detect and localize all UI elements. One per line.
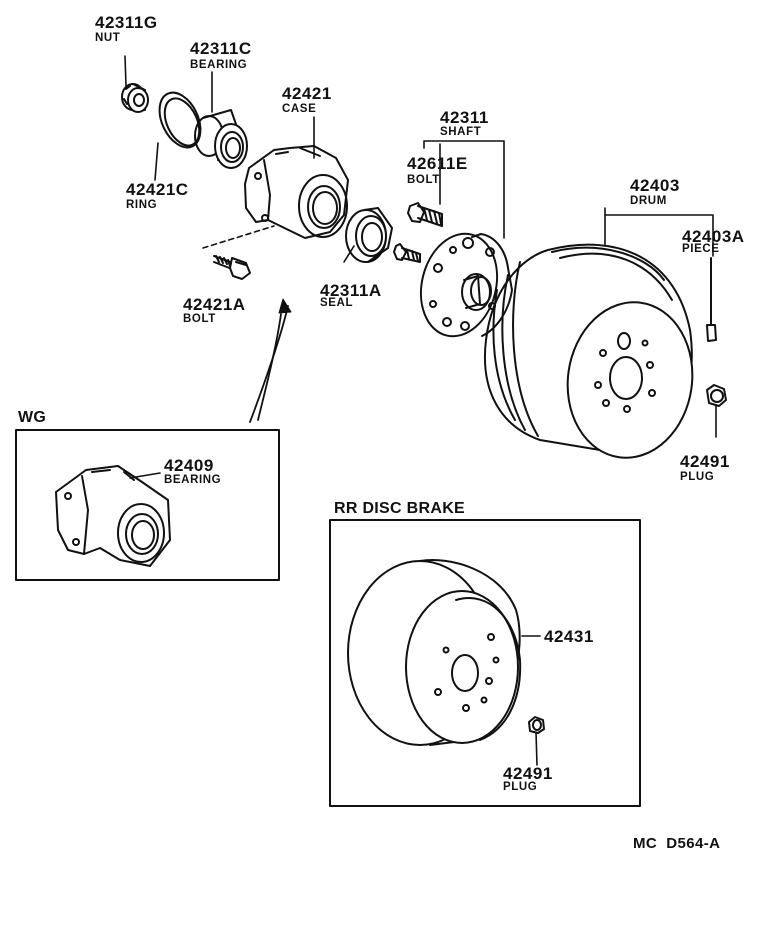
- wg-bearing-part-name: BEARING: [164, 474, 222, 486]
- nut-part-number: 42311G: [95, 13, 158, 32]
- axle-shaft-hub-part-42311: [419, 232, 513, 338]
- hub-bolt-part-name: BOLT: [407, 174, 440, 186]
- disc-rotor-part-42431: [347, 559, 522, 746]
- nut-part-42311g: [121, 83, 149, 113]
- leader-lines: [124, 55, 717, 766]
- bearing-part-number: 42311C: [190, 39, 252, 58]
- shaft-part-number: 42311: [440, 108, 489, 127]
- disc-plug-part-number: 42491: [503, 764, 553, 783]
- disc-plug-part-42491: [528, 716, 545, 734]
- case-part-number: 42421: [282, 84, 332, 103]
- case-bolt-part-number: 42421A: [183, 295, 246, 314]
- disc-plug-part-name: PLUG: [503, 781, 538, 793]
- plug-part-42491: [706, 384, 727, 407]
- snap-ring-part-42421c: [158, 91, 202, 149]
- bearing-part-name: BEARING: [190, 59, 248, 71]
- oil-seal-part-42311a: [345, 207, 393, 263]
- case-bolt-part-42421a: [213, 255, 251, 280]
- plug-part-name: PLUG: [680, 471, 715, 483]
- case-bolt-part-name: BOLT: [183, 313, 216, 325]
- disc-brake-box-title: RR DISC BRAKE: [334, 500, 466, 517]
- wg-inset-box: [15, 429, 280, 581]
- nut-part-name: NUT: [95, 32, 121, 44]
- piece-part-name: PIECE: [682, 243, 720, 255]
- ring-part-name: RING: [126, 199, 158, 211]
- axle-case-part-42421: [244, 145, 349, 239]
- wg-bearing-part-42409: [55, 465, 171, 567]
- hub-bolt-part-42611e: [407, 202, 443, 227]
- shaft-part-name: SHAFT: [440, 126, 482, 138]
- drum-part-name: DRUM: [630, 195, 667, 207]
- plug-part-number: 42491: [680, 452, 730, 471]
- ring-part-number: 42421C: [126, 180, 189, 199]
- drawing-code: MC D564-A: [633, 835, 721, 852]
- wg-box-title: WG: [18, 409, 47, 426]
- piece-part-42403a: [706, 257, 717, 342]
- seal-part-number: 42311A: [320, 281, 382, 300]
- disc-part-number: 42431: [544, 627, 594, 646]
- disc-brake-inset-box: [329, 519, 641, 807]
- case-part-name: CASE: [282, 103, 317, 115]
- drum-part-number: 42403: [630, 176, 680, 195]
- wg-pointer-arrow: [249, 298, 292, 423]
- case-bolt-guide-line: [202, 225, 275, 249]
- piece-part-number: 42403A: [682, 227, 745, 246]
- hub-stud-bolt: [393, 243, 421, 263]
- bearing-part-42311c: [194, 109, 248, 169]
- brake-drum-part-42403: [484, 243, 694, 459]
- wg-bearing-part-number: 42409: [164, 456, 214, 475]
- hub-bolt-part-number: 42611E: [407, 154, 468, 173]
- seal-part-name: SEAL: [320, 297, 354, 309]
